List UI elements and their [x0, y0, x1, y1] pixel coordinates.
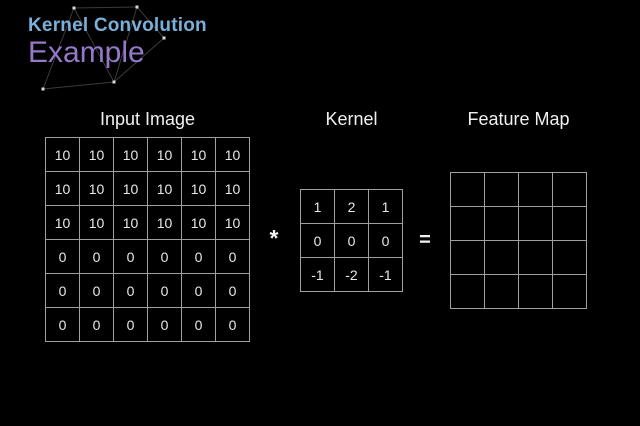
grid-cell: 0 — [216, 308, 249, 341]
grid-cell — [519, 207, 552, 240]
grid-cell — [519, 241, 552, 274]
kernel-label: Kernel — [325, 109, 378, 129]
grid-cell: 0 — [80, 240, 113, 273]
grid-cell: 10 — [182, 206, 215, 239]
grid-cell: 10 — [148, 206, 181, 239]
grid-cell: 0 — [182, 240, 215, 273]
grid-cell: 0 — [80, 308, 113, 341]
grid-cell: 0 — [46, 240, 79, 273]
grid-cell: 1 — [301, 190, 334, 223]
grid-cell: 10 — [46, 206, 79, 239]
grid-cell: 10 — [114, 206, 147, 239]
grid-cell: 0 — [148, 308, 181, 341]
grid-cell: 10 — [80, 206, 113, 239]
convolution-operator: * — [269, 225, 279, 251]
grid-cell: 0 — [182, 274, 215, 307]
feature-map-label: Feature Map — [467, 109, 570, 129]
grid-cell: 0 — [80, 274, 113, 307]
grid-cell: 0 — [301, 224, 334, 257]
grid-cell — [553, 275, 586, 308]
grid-cell: 0 — [216, 240, 249, 273]
grid-cell — [519, 275, 552, 308]
grid-cell: 0 — [182, 308, 215, 341]
grid-cell: 2 — [335, 190, 368, 223]
grid-cell — [485, 207, 518, 240]
grid-cell — [451, 241, 484, 274]
grid-cell: 10 — [80, 172, 113, 205]
grid-cell: 0 — [114, 240, 147, 273]
slide-title: Kernel Convolution — [28, 15, 207, 36]
grid-cell — [485, 275, 518, 308]
grid-cell — [553, 241, 586, 274]
grid-cell: 0 — [335, 224, 368, 257]
grid-cell: 0 — [369, 224, 402, 257]
grid-cell — [451, 173, 484, 206]
grid-cell: 10 — [80, 138, 113, 171]
grid-cell: 10 — [216, 138, 249, 171]
grid-cell — [519, 173, 552, 206]
grid-cell: 0 — [114, 274, 147, 307]
grid-cell: 10 — [114, 172, 147, 205]
grid-cell: 0 — [148, 240, 181, 273]
slide-subtitle: Example — [28, 36, 145, 69]
grid-cell: 10 — [182, 172, 215, 205]
grid-cell — [451, 207, 484, 240]
grid-cell: 10 — [182, 138, 215, 171]
grid-cell: 10 — [114, 138, 147, 171]
grid-cell — [451, 275, 484, 308]
grid-cell — [485, 241, 518, 274]
grid-cell: 10 — [216, 206, 249, 239]
grid-cell: 10 — [216, 172, 249, 205]
grid-cell: 1 — [369, 190, 402, 223]
grid-cell — [553, 207, 586, 240]
equals-sign: = — [419, 229, 431, 251]
grid-cell — [553, 173, 586, 206]
grid-cell: 10 — [148, 172, 181, 205]
grid-cell: -1 — [301, 258, 334, 291]
grid-cell: -1 — [369, 258, 402, 291]
grid-cell: 0 — [46, 274, 79, 307]
grid-cell: 10 — [148, 138, 181, 171]
grid-cell: 10 — [46, 172, 79, 205]
grid-cell: 10 — [46, 138, 79, 171]
grid-cell: 0 — [216, 274, 249, 307]
input-image-label: Input Image — [99, 109, 196, 129]
grid-cell — [485, 173, 518, 206]
grid-cell: 0 — [148, 274, 181, 307]
grid-cell: 0 — [114, 308, 147, 341]
feature-map-grid — [450, 172, 587, 309]
grid-cell: -2 — [335, 258, 368, 291]
title-block: Kernel Convolution Example — [28, 14, 207, 69]
grid-cell: 0 — [46, 308, 79, 341]
